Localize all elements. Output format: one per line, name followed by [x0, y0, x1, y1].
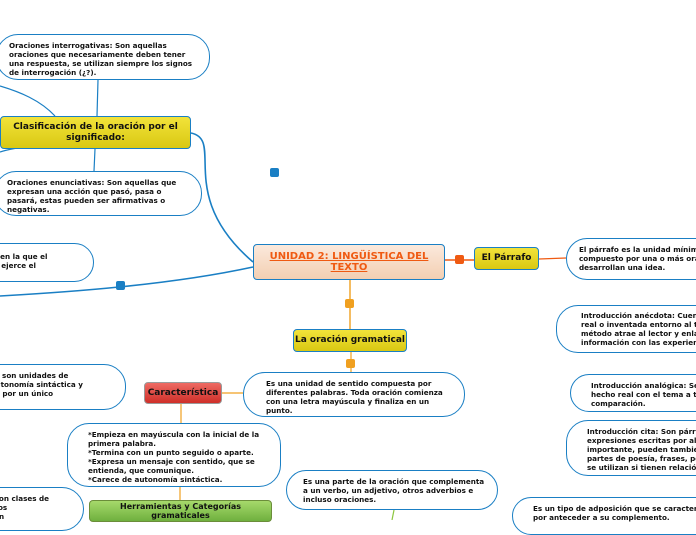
parrafo-node[interactable]: El Párrafo	[474, 247, 539, 270]
clasificacion-label: Clasificación de la oración por el signi…	[13, 122, 178, 143]
clases-fragment-node[interactable]: es son clases de de los s son	[0, 487, 84, 531]
oracion-label: La oración gramatical	[294, 335, 406, 346]
branch-knob-parrafo[interactable]	[455, 255, 464, 264]
clases-fragment-text: es son clases de de los s son	[0, 494, 50, 521]
unidades-fragment-node[interactable]: oles son unidades de n autonomía sintáct…	[0, 364, 126, 410]
enunciativas-node[interactable]: Oraciones enunciativas: Son aquellas que…	[0, 171, 202, 216]
parrafo-label: El Párrafo	[481, 253, 532, 264]
anecdota-text: Introducción anécdota: Cuen real o inven…	[581, 311, 696, 347]
central-topic-label: UNIDAD 2: LINGÜÍSTICA DEL TEXTO	[269, 250, 429, 274]
caracteristica-label: Característica	[147, 387, 219, 398]
caracteristicas-list-node[interactable]: *Empieza en mayúscula con la inicial de …	[67, 423, 281, 487]
parrafo-definicion-node[interactable]: El párrafo es la unidad mínima compuesto…	[566, 238, 696, 280]
analogica-node[interactable]: Introducción analógica: Se hecho real co…	[570, 374, 696, 412]
branch-knob-left[interactable]	[116, 281, 125, 290]
aposicion-text: Es un tipo de adposición que se caracter…	[533, 504, 696, 522]
interrogativas-node[interactable]: Oraciones interrogativas: Son aquellas o…	[0, 34, 210, 80]
caracteristicas-list-text: *Empieza en mayúscula con la inicial de …	[88, 430, 260, 484]
oracion-node[interactable]: La oración gramatical	[293, 329, 407, 352]
branch-knob-clasificacion[interactable]	[270, 168, 279, 177]
unidades-fragment-text: oles son unidades de n autonomía sintáct…	[0, 371, 83, 398]
oracion-definicion-node[interactable]: Es una unidad de sentido compuesta por d…	[243, 372, 465, 417]
analogica-text: Introducción analógica: Se hecho real co…	[591, 381, 696, 408]
left-fragment-text: ella en la que el ta o ejerce el	[0, 252, 48, 270]
anecdota-node[interactable]: Introducción anécdota: Cuen real o inven…	[556, 305, 696, 353]
complemento-node[interactable]: Es una parte de la oración que complemen…	[286, 470, 498, 510]
cita-node[interactable]: Introducción cita: Son párra expresiones…	[566, 420, 696, 476]
branch-knob-oracion[interactable]	[345, 299, 354, 308]
herramientas-label: Herramientas y Categorías gramaticales	[120, 501, 241, 520]
connector-lines	[0, 79, 567, 520]
branch-knob-oracion-def[interactable]	[346, 359, 355, 368]
aposicion-node[interactable]: Es un tipo de adposición que se caracter…	[512, 497, 696, 535]
herramientas-node[interactable]: Herramientas y Categorías gramaticales	[89, 500, 272, 522]
left-fragment-node[interactable]: ella en la que el ta o ejerce el	[0, 243, 94, 282]
oracion-definicion-text: Es una unidad de sentido compuesta por d…	[266, 379, 443, 415]
enunciativas-text: Oraciones enunciativas: Son aquellas que…	[7, 178, 177, 214]
cita-text: Introducción cita: Son párra expresiones…	[587, 427, 696, 472]
interrogativas-text: Oraciones interrogativas: Son aquellas o…	[9, 41, 193, 77]
complemento-text: Es una parte de la oración que complemen…	[303, 477, 485, 504]
parrafo-definicion-text: El párrafo es la unidad mínima compuesto…	[579, 245, 696, 272]
caracteristica-node[interactable]: Característica	[144, 382, 222, 404]
central-topic[interactable]: UNIDAD 2: LINGÜÍSTICA DEL TEXTO	[253, 244, 445, 280]
clasificacion-node[interactable]: Clasificación de la oración por el signi…	[0, 116, 191, 149]
